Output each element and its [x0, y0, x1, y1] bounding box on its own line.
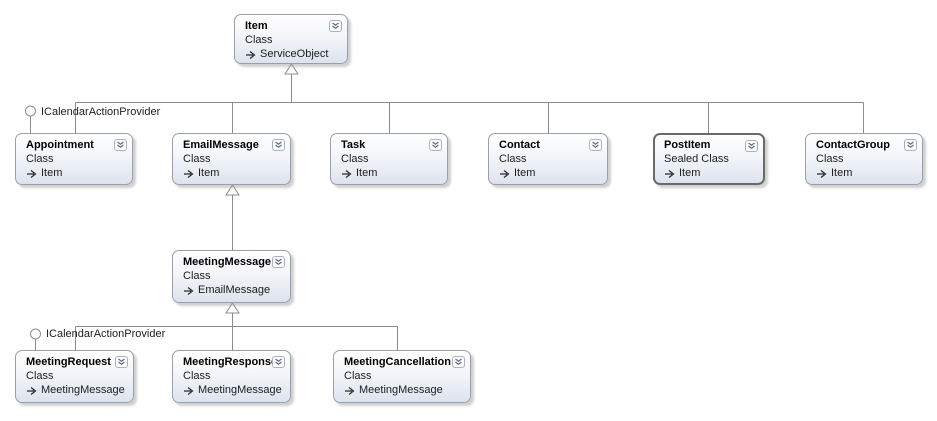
class-name: Contact [499, 139, 540, 151]
base-type-name: MeetingMessage [198, 384, 282, 396]
class-node-emailmessage[interactable]: EmailMessage Class Item [172, 133, 291, 185]
base-type-name: Item [679, 167, 701, 179]
lollipop-circle-appointment [25, 105, 36, 117]
collapse-chevron-icon[interactable] [114, 139, 127, 151]
base-type-arrow-icon [817, 169, 827, 178]
class-name: ContactGroup [816, 139, 890, 151]
class-node-meetingrequest[interactable]: MeetingRequest Class MeetingMessage [15, 350, 134, 403]
class-name: Item [245, 20, 268, 32]
class-node-item[interactable]: Item Class ServiceObject [234, 14, 348, 64]
base-type-name: Item [198, 167, 220, 179]
base-type-name: MeetingMessage [41, 384, 125, 396]
base-type-name: ServiceObject [260, 48, 329, 60]
class-name: Appointment [26, 139, 94, 151]
base-type-name: EmailMessage [198, 284, 271, 296]
inheritance-triangle-item [284, 63, 299, 75]
class-name: MeetingCancellation [344, 356, 451, 368]
class-node-contactgroup[interactable]: ContactGroup Class Item [805, 133, 923, 185]
class-node-meetingcancellation[interactable]: MeetingCancellation Class MeetingMessage [333, 350, 471, 403]
class-kind: Class [183, 370, 211, 382]
lollipop-circle-meetingrequest [30, 328, 41, 340]
base-type-arrow-icon [27, 169, 37, 178]
class-kind: Class [245, 34, 273, 46]
collapse-chevron-icon[interactable] [115, 356, 128, 368]
collapse-chevron-icon[interactable] [745, 140, 758, 152]
collapse-chevron-icon[interactable] [452, 356, 465, 368]
base-type-name: Item [514, 167, 536, 179]
inheritance-triangle-meetingmessage [225, 302, 240, 314]
class-name: MeetingMessage [183, 256, 272, 268]
base-type-name: MeetingMessage [359, 384, 443, 396]
collapse-chevron-icon[interactable] [329, 20, 342, 32]
class-kind: Class [26, 153, 54, 165]
base-type-arrow-icon [345, 386, 355, 395]
class-kind: Class [26, 370, 54, 382]
base-type-arrow-icon [184, 286, 194, 295]
class-node-contact[interactable]: Contact Class Item [488, 133, 608, 185]
base-type-arrow-icon [246, 50, 256, 59]
base-type-arrow-icon [342, 169, 352, 178]
base-type-arrow-icon [500, 169, 510, 178]
class-node-meetingmessage[interactable]: MeetingMessage Class EmailMessage [172, 250, 291, 303]
base-type-name: Item [41, 167, 63, 179]
interface-label-icalendaractionprovider: ICalendarActionProvider [41, 106, 161, 118]
inheritance-triangle-emailmessage [225, 184, 240, 196]
collapse-chevron-icon[interactable] [272, 356, 285, 368]
base-type-arrow-icon [184, 386, 194, 395]
collapse-chevron-icon[interactable] [272, 256, 285, 268]
class-kind: Class [499, 153, 527, 165]
class-name: PostItem [664, 139, 711, 151]
base-type-arrow-icon [184, 169, 194, 178]
class-node-appointment[interactable]: Appointment Class Item [15, 133, 133, 185]
interface-label-icalendaractionprovider: ICalendarActionProvider [46, 328, 166, 340]
class-kind: Class [183, 153, 211, 165]
collapse-chevron-icon[interactable] [429, 139, 442, 151]
class-node-meetingresponse[interactable]: MeetingResponse Class MeetingMessage [172, 350, 291, 403]
collapse-chevron-icon[interactable] [589, 139, 602, 151]
base-type-arrow-icon [27, 386, 37, 395]
base-type-arrow-icon [665, 169, 675, 178]
class-kind: Class [816, 153, 844, 165]
class-node-task[interactable]: Task Class Item [330, 133, 448, 185]
base-type-name: Item [356, 167, 378, 179]
class-kind: Class [344, 370, 372, 382]
collapse-chevron-icon[interactable] [904, 139, 917, 151]
class-kind: Class [183, 270, 211, 282]
class-name: MeetingRequest [26, 356, 111, 368]
class-node-postitem[interactable]: PostItem Sealed Class Item [653, 133, 765, 185]
base-type-name: Item [831, 167, 853, 179]
class-name: EmailMessage [183, 139, 259, 151]
class-name: MeetingResponse [183, 356, 278, 368]
class-name: Task [341, 139, 366, 151]
collapse-chevron-icon[interactable] [272, 139, 285, 151]
class-kind: Sealed Class [664, 153, 729, 165]
class-kind: Class [341, 153, 369, 165]
